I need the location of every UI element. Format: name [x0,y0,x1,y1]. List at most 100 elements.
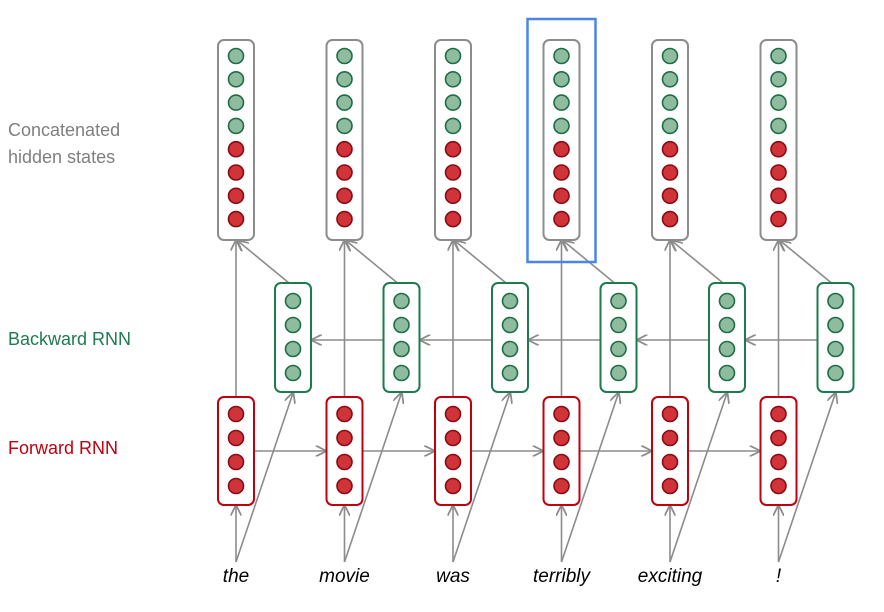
forward-unit [227,140,245,158]
backward-unit [284,316,302,334]
forward-unit [553,429,570,447]
forward-unit [227,164,245,181]
backward-rnn-state-0 [274,282,312,393]
backward-unit [718,316,736,334]
arrow-word-to-backward [452,393,510,563]
backward-unit [661,71,679,88]
forward-unit [661,405,679,423]
backward-unit [553,47,570,65]
forward-unit [227,477,245,495]
backward-unit [227,71,245,88]
forward-unit [336,187,353,205]
backward-unit [501,340,519,358]
forward-unit [661,429,679,447]
forward-box [542,396,581,506]
forward-unit [336,164,353,181]
backward-unit [393,340,410,358]
forward-unit [770,477,787,495]
concat-box [651,39,689,241]
backward-unit [610,340,627,358]
forward-rnn-state-0 [217,396,255,506]
backward-unit [284,340,302,358]
concat-hidden-state-5 [759,39,798,241]
backward-rnn-state-2 [491,282,529,393]
boxes-layer [217,17,855,506]
backward-rnn-state-5 [816,282,855,393]
forward-unit [336,453,353,471]
forward-rnn-state-4 [651,396,689,506]
forward-unit [444,477,462,495]
forward-unit [444,187,462,205]
input-word: exciting [637,566,703,587]
backward-unit [610,316,627,334]
input-word: was [436,566,470,587]
backward-unit [336,71,353,88]
input-word: the [222,566,250,587]
arrow-backward-to-concat [781,241,833,284]
backward-rnn-label: Backward RNN [8,329,132,349]
concat-hidden-state-2 [434,39,472,241]
backward-unit [227,94,245,111]
forward-unit [336,210,353,228]
forward-unit [553,477,570,495]
forward-unit [227,405,245,423]
backward-unit [553,94,570,111]
backward-box [816,282,855,393]
concat-hidden-state-3 [542,39,581,241]
forward-unit [770,405,787,423]
backward-unit [827,292,844,310]
backward-unit [661,47,679,65]
input-word: movie [319,566,370,587]
forward-unit [444,453,462,471]
forward-unit [227,453,245,471]
backward-unit [770,47,787,65]
forward-unit [661,210,679,228]
arrow-backward-to-concat [238,241,290,284]
forward-unit [227,210,245,228]
forward-box [325,396,364,506]
backward-unit [718,364,736,382]
backward-unit [393,364,410,382]
forward-box [434,396,472,506]
forward-unit [770,429,787,447]
forward-rnn-label: Forward RNN [8,438,119,458]
forward-unit [770,453,787,471]
forward-unit [661,477,679,495]
forward-unit [444,140,462,158]
arrow-backward-to-concat [455,241,507,284]
backward-box [491,282,529,393]
forward-box [217,396,255,506]
forward-unit [661,140,679,158]
concat-hidden-state-1 [325,39,364,241]
backward-unit [284,364,302,382]
backward-box [708,282,746,393]
forward-unit [336,140,353,158]
forward-unit [336,405,353,423]
backward-box [382,282,421,393]
backward-unit [393,316,410,334]
backward-unit [227,117,245,135]
concat-hidden-state-0 [217,39,255,241]
forward-unit [553,187,570,205]
backward-rnn-state-3 [599,282,638,393]
backward-unit [610,292,627,310]
forward-rnn-state-5 [759,396,798,506]
forward-rnn-state-1 [325,396,364,506]
backward-unit [501,364,519,382]
forward-unit [770,210,787,228]
backward-unit [770,94,787,111]
backward-unit [827,364,844,382]
backward-unit [393,292,410,310]
forward-unit [661,453,679,471]
backward-unit [501,316,519,334]
forward-unit [336,477,353,495]
arrow-word-to-backward [560,393,619,563]
arrow-word-to-backward [669,393,727,563]
concatenated-hidden-states-label: Concatenated hidden states [8,117,120,171]
concatenated-label-line1: Concatenated [8,120,121,140]
backward-unit [770,71,787,88]
backward-unit [444,94,462,111]
concat-box [217,39,255,241]
forward-unit [553,164,570,181]
concat-box [434,39,472,241]
